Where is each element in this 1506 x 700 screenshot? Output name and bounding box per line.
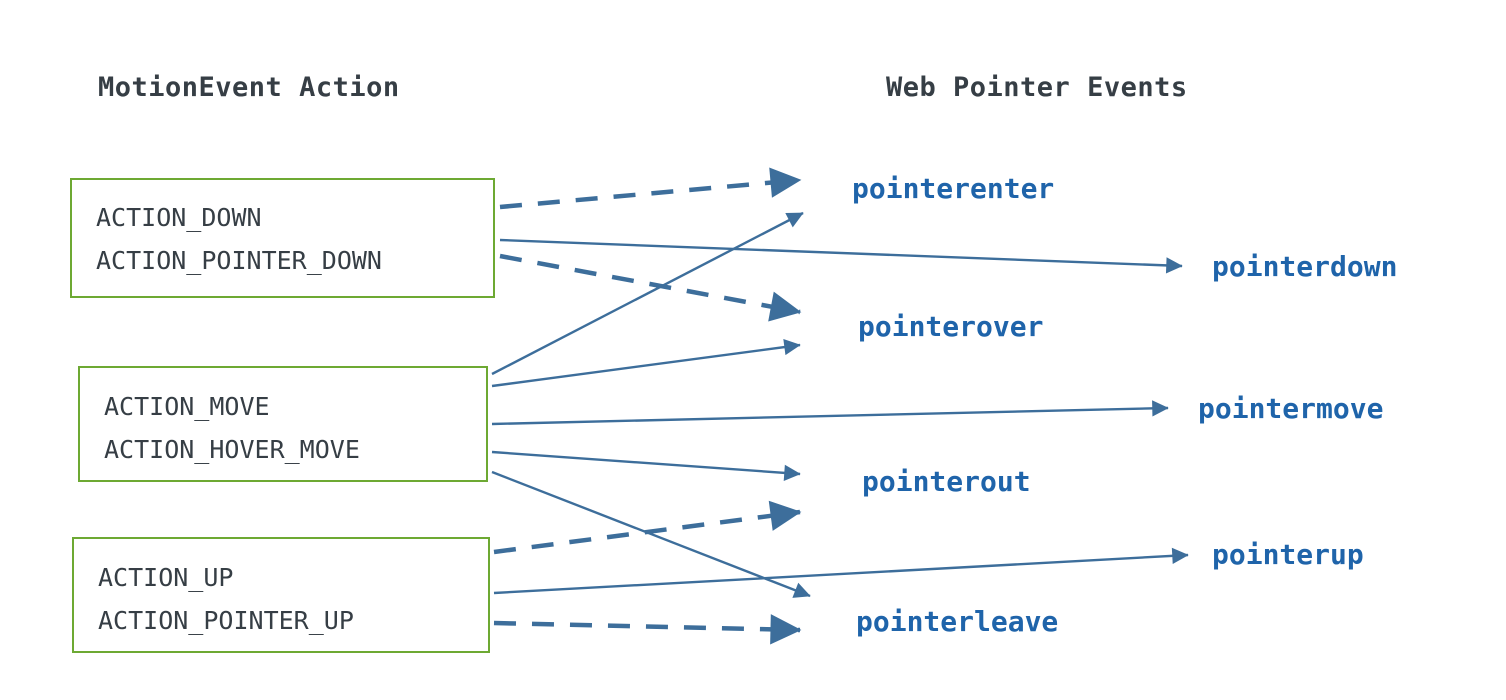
action-box-down: [70, 178, 495, 298]
connector-down-to-pointerover: [499, 253, 802, 322]
event-label-pointerup: pointerup: [1212, 538, 1364, 571]
connector-down-to-pointerdown: [499, 238, 1183, 274]
connector-move-to-pointermove: [491, 400, 1169, 426]
event-label-pointerenter: pointerenter: [852, 172, 1055, 205]
connector-down-to-pointerenter: [499, 167, 802, 210]
connector-move-to-pointerover: [491, 339, 801, 388]
action-box-down-line2: ACTION_POINTER_DOWN: [96, 246, 382, 275]
action-box-up-line1: ACTION_UP: [98, 563, 234, 592]
connector-move-to-pointerout: [491, 450, 801, 481]
event-label-pointermove: pointermove: [1198, 392, 1384, 425]
event-label-pointerdown: pointerdown: [1212, 250, 1398, 283]
action-box-move-line2: ACTION_HOVER_MOVE: [104, 435, 360, 464]
action-box-up-line2: ACTION_POINTER_UP: [98, 606, 354, 635]
left-column-header: MotionEvent Action: [98, 72, 400, 103]
action-box-up: [72, 537, 490, 653]
action-box-move: [78, 366, 488, 482]
connector-up-to-pointerleave: [493, 614, 802, 645]
action-box-down-line1: ACTION_DOWN: [96, 203, 262, 232]
connector-up-to-pointerup: [493, 547, 1189, 595]
event-label-pointerout: pointerout: [862, 465, 1031, 498]
event-label-pointerover: pointerover: [858, 310, 1044, 343]
event-label-pointerleave: pointerleave: [856, 605, 1059, 638]
connector-move-to-pointerenter: [491, 211, 804, 376]
connector-move-to-pointerleave: [491, 470, 811, 598]
connector-up-to-pointerout: [493, 500, 802, 555]
right-column-header: Web Pointer Events: [886, 72, 1188, 103]
action-box-move-line1: ACTION_MOVE: [104, 392, 270, 421]
